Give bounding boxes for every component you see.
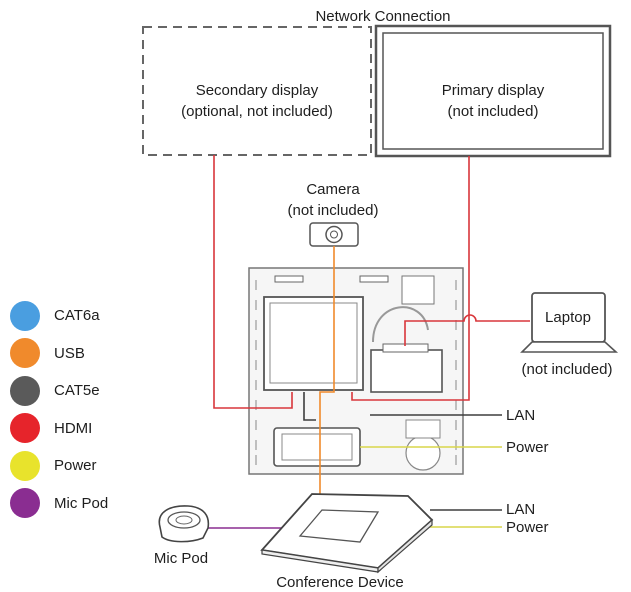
hdmi-cables [213, 155, 530, 409]
legend-label: CAT5e [54, 382, 100, 400]
secondary-display-note: (optional, not included) [181, 103, 333, 120]
legend-item: CAT6a [10, 297, 150, 335]
camera: Camera (not included) [288, 181, 379, 247]
power-label-upper: Power [506, 439, 549, 456]
legend-label: Mic Pod [54, 494, 109, 512]
legend-label: Power [54, 457, 97, 475]
laptop-note: (not included) [522, 361, 613, 378]
legend-item: USB [10, 335, 150, 373]
usb-cable [319, 246, 335, 510]
lan-label-upper: LAN [506, 407, 535, 424]
laptop: Laptop (not included) [520, 292, 619, 378]
secondary-display: Secondary display (optional, not include… [142, 26, 372, 156]
secondary-display-label: Secondary display [196, 82, 319, 99]
mic-pod: Mic Pod [154, 505, 210, 567]
legend-swatch [10, 338, 40, 369]
power-label-lower: Power [506, 519, 549, 536]
legend-label: HDMI [54, 419, 93, 437]
legend-swatch [10, 413, 40, 444]
legend-label: CAT6a [54, 307, 100, 325]
mounting-plate [248, 267, 464, 475]
primary-display-note: (not included) [448, 103, 539, 120]
legend-swatch [10, 488, 40, 519]
conference-device: Conference Device [260, 493, 434, 591]
power-cables [360, 446, 502, 528]
primary-display: Primary display (not included) [374, 24, 612, 158]
legend-item: Power [10, 447, 150, 485]
diagram-title: Network Connection [315, 8, 450, 25]
legend-label: USB [54, 344, 85, 362]
legend-item: HDMI [10, 410, 150, 448]
camera-note: (not included) [288, 202, 379, 219]
legend-swatch [10, 300, 40, 331]
primary-display-label: Primary display [442, 82, 545, 99]
legend-item: CAT5e [10, 372, 150, 410]
legend-swatch [10, 375, 40, 406]
mic-pod-label: Mic Pod [154, 550, 208, 567]
legend-item: Mic Pod [10, 485, 150, 523]
conference-device-label: Conference Device [276, 574, 404, 591]
legend-swatch [10, 450, 40, 481]
lan-cables [303, 392, 502, 511]
camera-label: Camera [306, 181, 360, 198]
lan-label-lower: LAN [506, 501, 535, 518]
laptop-label: Laptop [545, 309, 591, 326]
